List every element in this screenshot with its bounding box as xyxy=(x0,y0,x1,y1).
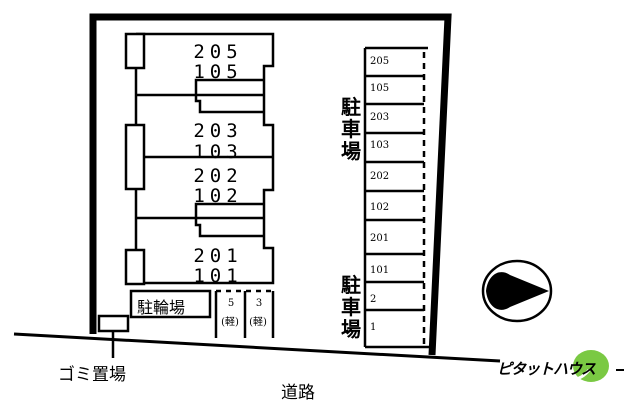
parking-slot-2: 2 xyxy=(370,294,377,305)
road-edge xyxy=(13,332,501,363)
unit-lower-103: 103 xyxy=(193,141,243,163)
road-label: 道路 xyxy=(281,383,315,403)
brand-green-circle xyxy=(573,350,609,382)
motorbike-slot-3-number: 3 xyxy=(255,298,263,309)
motorbike-slot-3-type: (軽) xyxy=(249,317,267,328)
parking-area xyxy=(363,46,430,349)
motorbike-slot-5-number: 5 xyxy=(227,298,235,309)
motorbike-parking xyxy=(214,289,275,338)
entrance-blocks xyxy=(124,32,146,286)
garbage-area-label: ゴミ置場 xyxy=(58,365,126,385)
motorbike-slot-5-type: (軽) xyxy=(221,317,239,328)
parking-slot-103: 103 xyxy=(370,140,390,151)
bicycle-parking-box xyxy=(129,289,212,319)
brand-name: ピタットハウス xyxy=(497,360,596,378)
parking-slot-205: 205 xyxy=(370,56,390,67)
parking-label-lower: 駐車場 xyxy=(341,273,361,341)
unit-lower-102: 102 xyxy=(193,185,243,207)
bicycle-parking-label: 駐輪場 xyxy=(137,298,186,317)
parking-slot-105: 105 xyxy=(370,83,390,94)
parking-label-upper: 駐車場 xyxy=(341,95,361,163)
unit-upper-201: 201 xyxy=(193,245,243,267)
unit-lower-105: 105 xyxy=(193,61,243,83)
parking-slot-1: 1 xyxy=(370,322,377,333)
garbage-box xyxy=(97,314,130,358)
parking-slot-101: 101 xyxy=(370,265,390,276)
unit-upper-203: 203 xyxy=(193,120,243,142)
unit-upper-202: 202 xyxy=(193,165,243,187)
unit-lower-101: 101 xyxy=(193,265,243,287)
brand-logo-icon xyxy=(572,350,624,382)
property-boundary xyxy=(89,13,452,356)
parking-slot-102: 102 xyxy=(370,202,390,213)
north-arrow-icon xyxy=(481,259,553,323)
parking-slot-201: 201 xyxy=(370,233,390,244)
unit-upper-205: 205 xyxy=(193,41,243,63)
parking-slot-202: 202 xyxy=(370,171,390,182)
parking-slot-203: 203 xyxy=(370,112,390,123)
